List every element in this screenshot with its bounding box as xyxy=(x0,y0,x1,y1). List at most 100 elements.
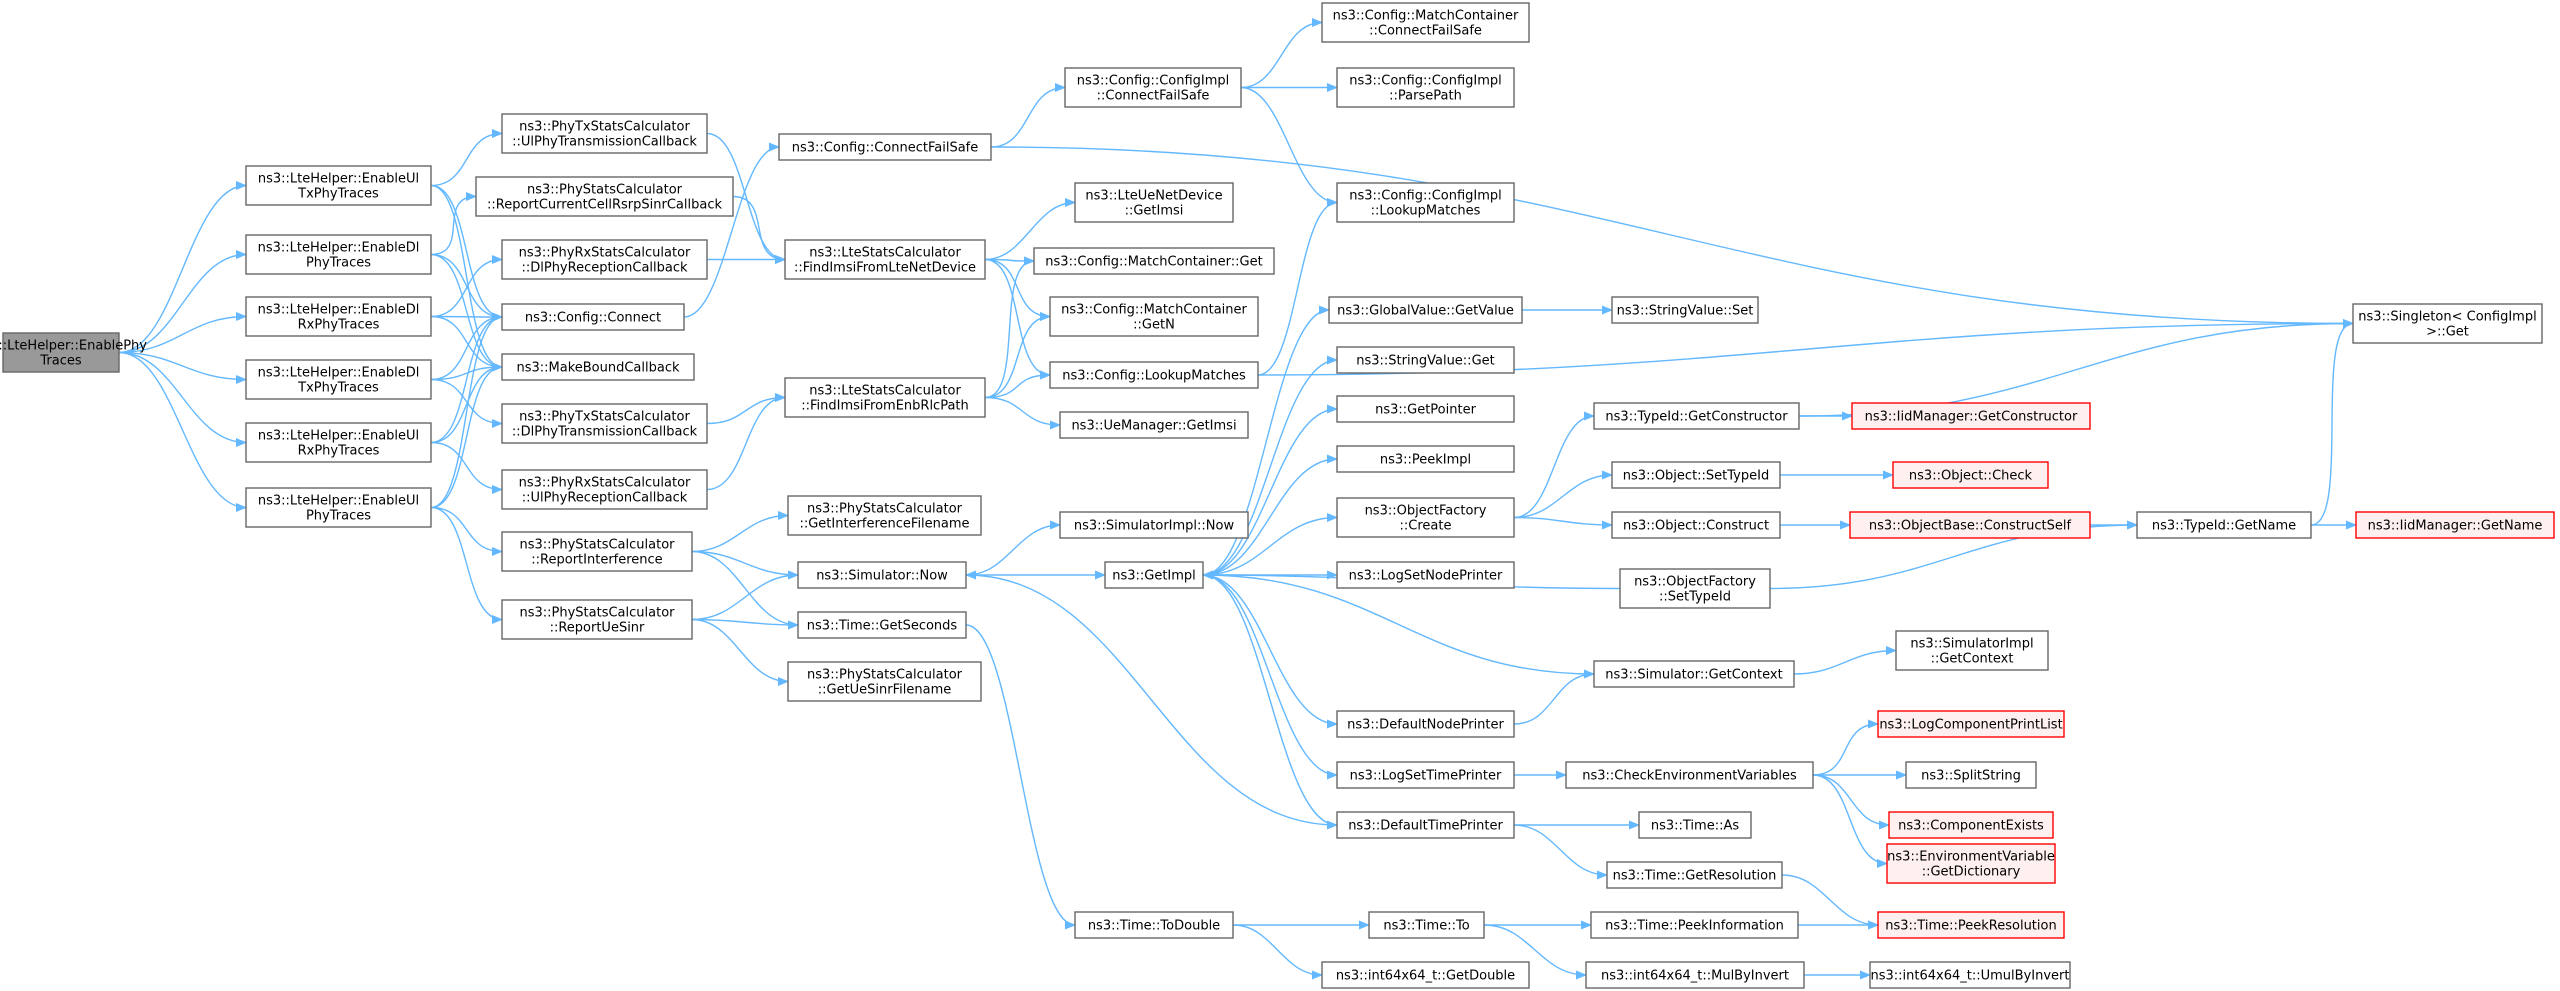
truncated-function-node[interactable]: ns3::IidManager::GetConstructor xyxy=(1851,402,2091,430)
function-node[interactable]: ns3::ObjectFactory::SetTypeId xyxy=(1619,568,1771,609)
function-node-label: ns3::ObjectFactory xyxy=(1634,575,1756,590)
truncated-function-node[interactable]: ns3::ObjectBase::ConstructSelf xyxy=(1849,511,2091,539)
function-node[interactable]: ns3::Time::ToDouble xyxy=(1074,911,1234,939)
function-node[interactable]: ns3::TypeId::GetName xyxy=(2136,511,2312,539)
function-node[interactable]: ns3::SimulatorImpl::GetContext xyxy=(1895,630,2049,671)
function-node[interactable]: ns3::Config::ConfigImpl::LookupMatches xyxy=(1336,182,1515,223)
function-node[interactable]: ns3::LogSetTimePrinter xyxy=(1336,761,1515,789)
function-node[interactable]: ns3::SplitString xyxy=(1905,761,2037,789)
function-node[interactable]: ns3::LteStatsCalculator::FindImsiFromLte… xyxy=(784,239,986,280)
function-node[interactable]: ns3::UeManager::GetImsi xyxy=(1059,411,1249,439)
function-node-box xyxy=(1049,361,1259,389)
function-node-label: ns3::LteHelper::EnableUl xyxy=(258,494,419,509)
function-node[interactable]: ns3::PhyStatsCalculator::GetInterference… xyxy=(787,495,982,536)
truncated-function-node[interactable]: ns3::Time::PeekResolution xyxy=(1877,911,2065,939)
function-node[interactable]: ns3::PhyStatsCalculator::ReportCurrentCe… xyxy=(475,176,734,217)
call-edge xyxy=(1513,824,1609,880)
function-node[interactable]: ns3::Simulator::Now xyxy=(797,561,967,589)
function-node[interactable]: ns3::PhyStatsCalculator::GetUeSinrFilena… xyxy=(787,661,982,702)
function-node[interactable]: ns3::TypeId::GetConstructor xyxy=(1593,402,1800,430)
function-node[interactable]: ns3::Singleton< ConfigImpl>::Get xyxy=(2352,303,2543,344)
function-node[interactable]: ns3::Time::PeekInformation xyxy=(1590,911,1799,939)
function-node[interactable]: ns3::DefaultNodePrinter xyxy=(1336,710,1515,738)
function-node[interactable]: ns3::GetImpl xyxy=(1104,561,1204,589)
function-node[interactable]: ns3::Object::SetTypeId xyxy=(1611,461,1781,489)
call-edge xyxy=(118,250,248,354)
function-node[interactable]: ns3::StringValue::Get xyxy=(1336,346,1515,374)
function-node[interactable]: ns3::LogSetNodePrinter xyxy=(1336,561,1515,589)
function-node[interactable]: ns3::Simulator::GetContext xyxy=(1593,660,1795,688)
function-node-box xyxy=(501,531,693,572)
call-edge-path xyxy=(1781,874,1880,930)
truncated-function-node[interactable]: ns3::EnvironmentVariable::GetDictionary xyxy=(1886,843,2056,884)
function-node[interactable]: ns3::GlobalValue::GetValue xyxy=(1328,296,1523,324)
function-node[interactable]: ns3::Time::GetSeconds xyxy=(797,611,967,639)
function-node[interactable]: ns3::Config::ConfigImpl::ConnectFailSafe xyxy=(1064,67,1242,108)
function-node[interactable]: ns3::PhyRxStatsCalculator::UlPhyReceptio… xyxy=(501,469,708,510)
function-node[interactable]: ns3::LteStatsCalculator::FindImsiFromEnb… xyxy=(784,377,986,418)
function-node-box xyxy=(1049,296,1259,337)
function-node[interactable]: ns3::MakeBoundCallback xyxy=(501,353,695,381)
function-node-label: ns3::DefaultNodePrinter xyxy=(1347,718,1504,733)
function-node-box xyxy=(245,296,432,337)
truncated-function-node[interactable]: ns3::IidManager::GetName xyxy=(2355,511,2555,539)
function-node[interactable]: ns3::ObjectFactory::Create xyxy=(1336,497,1515,538)
call-edge xyxy=(984,370,1052,399)
function-node-label: ns3::Simulator::Now xyxy=(816,569,948,584)
function-node-box xyxy=(787,661,982,702)
function-node-label: ::ReportUeSinr xyxy=(550,621,645,636)
function-node[interactable]: ns3::Config::MatchContainer::GetN xyxy=(1049,296,1259,337)
function-node[interactable]: ns3::Time::To xyxy=(1368,911,1485,939)
function-node[interactable]: ns3::Config::ConfigImpl::ParsePath xyxy=(1336,67,1515,108)
truncated-function-node[interactable]: ns3::LogComponentPrintList xyxy=(1877,710,2065,738)
function-node[interactable]: ns3::PhyTxStatsCalculator::UlPhyTransmis… xyxy=(501,113,708,154)
function-node[interactable]: ns3::Config::LookupMatches xyxy=(1049,361,1259,389)
function-node[interactable]: ns3::Config::MatchContainer::Get xyxy=(1033,247,1275,275)
function-node[interactable]: ns3::int64x64_t::UmulByInvert xyxy=(1869,961,2071,989)
function-node[interactable]: ns3::LteUeNetDevice::GetImsi xyxy=(1074,182,1234,223)
function-node-box xyxy=(784,377,986,418)
call-edge-path xyxy=(430,253,504,372)
function-node[interactable]: ns3::PhyStatsCalculator::ReportInterfere… xyxy=(501,531,693,572)
function-node[interactable]: ns3::Time::As xyxy=(1638,811,1752,839)
call-edge-path xyxy=(430,506,504,624)
function-node-label: ::UlPhyReceptionCallback xyxy=(522,491,688,506)
function-node-box xyxy=(1336,67,1515,108)
function-node-box xyxy=(2352,303,2543,344)
function-node[interactable]: ns3::PhyRxStatsCalculator::DlPhyReceptio… xyxy=(501,239,708,280)
function-node-label: ns3::SimulatorImpl xyxy=(1910,637,2033,652)
function-node-box xyxy=(245,234,432,275)
call-edge xyxy=(1513,516,1614,530)
call-edge xyxy=(430,253,504,372)
function-node[interactable]: ns3::StringValue::Set xyxy=(1611,296,1759,324)
function-node-label: ns3::LteUeNetDevice xyxy=(1085,189,1222,204)
function-node[interactable]: ns3::Config::Connect xyxy=(501,303,685,331)
function-node[interactable]: ns3::PhyStatsCalculator::ReportUeSinr xyxy=(501,599,693,640)
function-node[interactable]: ns3::SimulatorImpl::Now xyxy=(1059,511,1249,539)
function-node-label: ns3::GetPointer xyxy=(1375,403,1476,418)
function-node[interactable]: ns3::PeekImpl xyxy=(1336,445,1515,473)
function-node[interactable]: ns3::int64x64_t::MulByInvert xyxy=(1585,961,1805,989)
truncated-function-node[interactable]: ns3::ComponentExists xyxy=(1888,811,2054,839)
function-node[interactable]: ns3::Time::GetResolution xyxy=(1606,861,1783,889)
function-node[interactable]: ns3::CheckEnvironmentVariables xyxy=(1565,761,1814,789)
function-node[interactable]: ns3::Object::Construct xyxy=(1611,511,1781,539)
function-node-box xyxy=(1611,461,1781,489)
truncated-function-node[interactable]: ns3::Object::Check xyxy=(1892,461,2049,489)
function-node[interactable]: ns3::int64x64_t::GetDouble xyxy=(1321,961,1530,989)
call-edge-path xyxy=(1240,86,1339,207)
function-node[interactable]: ns3::DefaultTimePrinter xyxy=(1336,811,1515,839)
function-node[interactable]: ns3::Config::MatchContainer::ConnectFail… xyxy=(1321,2,1530,43)
function-node[interactable]: ns3::PhyTxStatsCalculator::DlPhyTransmis… xyxy=(501,403,708,444)
function-node[interactable]: ns3::GetPointer xyxy=(1336,395,1515,423)
call-edge xyxy=(706,132,787,264)
function-node[interactable]: ns3::Config::ConnectFailSafe xyxy=(778,133,992,161)
